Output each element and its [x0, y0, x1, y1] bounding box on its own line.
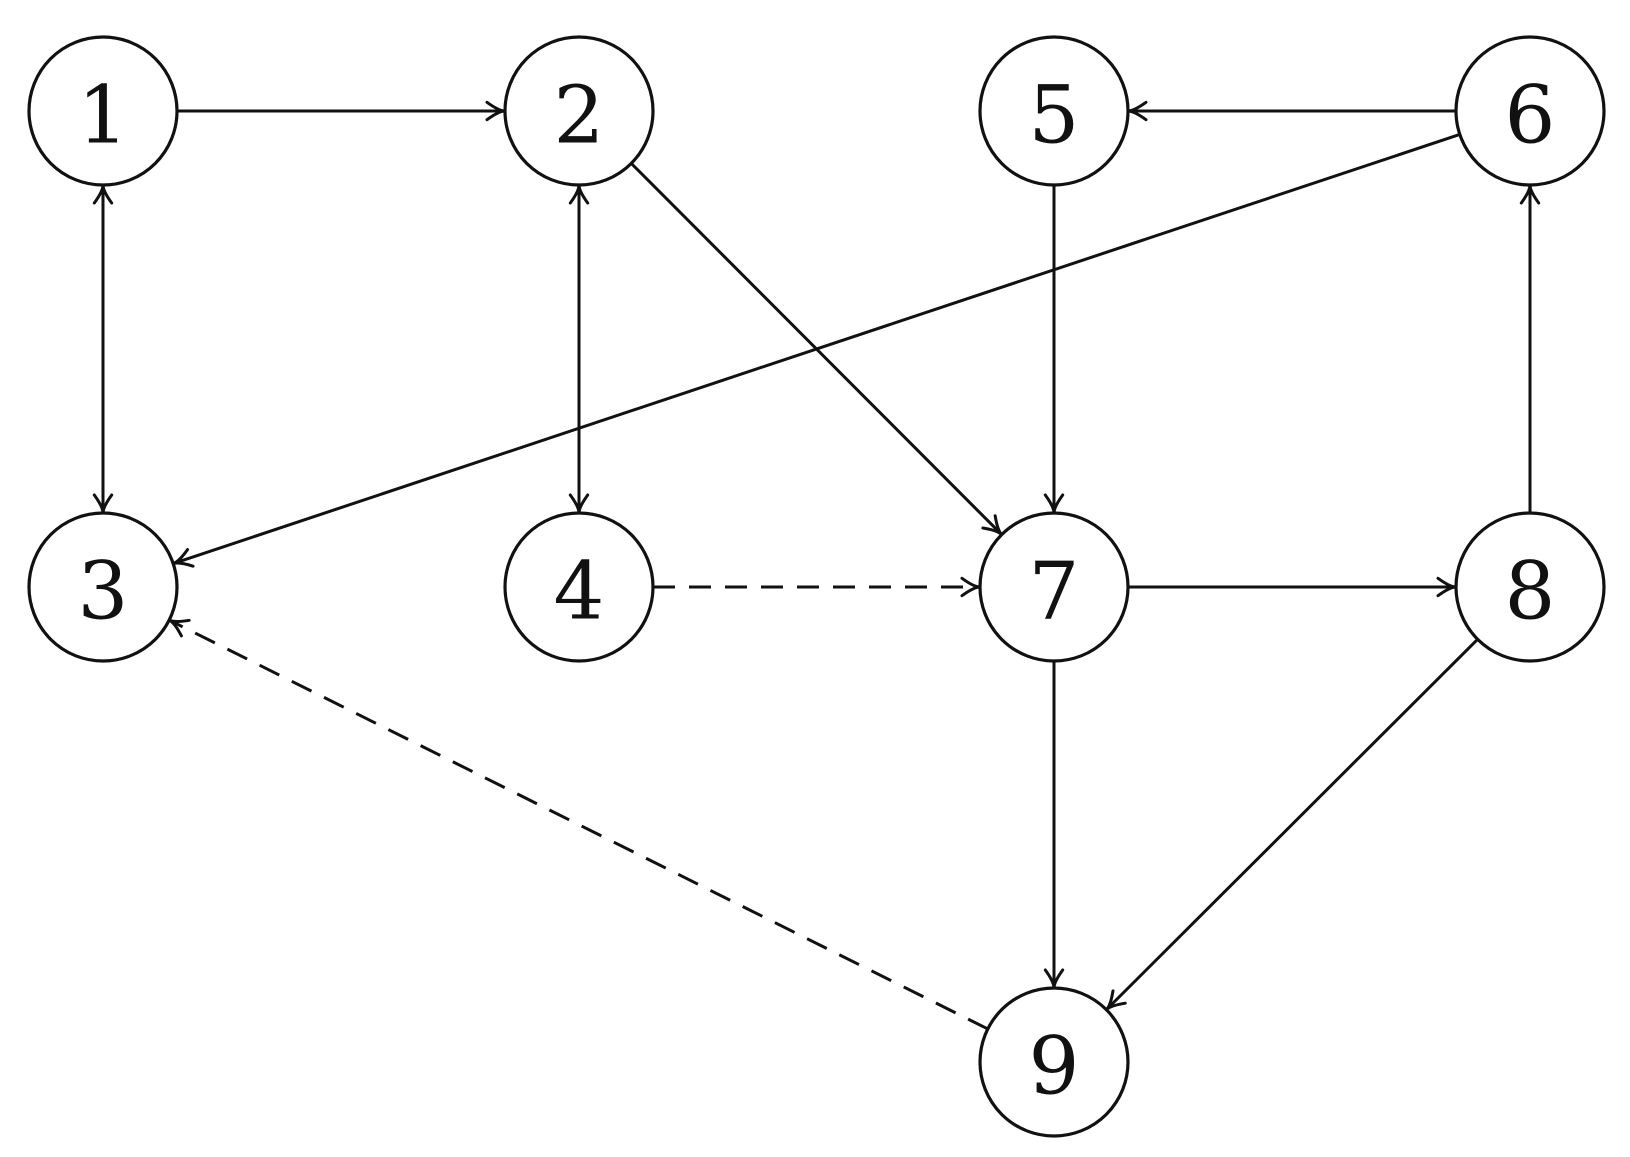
arrowhead-9-3-end	[167, 618, 191, 638]
node-label-4: 4	[554, 545, 605, 638]
node-label-7: 7	[1029, 545, 1080, 638]
edge-7-9	[1043, 661, 1065, 990]
node-2: 2	[503, 35, 655, 187]
edge-line-8-9	[1105, 638, 1479, 1011]
edge-line-9-3	[168, 618, 989, 1031]
node-circle-8	[1454, 511, 1606, 663]
node-label-6: 6	[1505, 69, 1556, 162]
node-label-3: 3	[78, 545, 129, 638]
node-6: 6	[1454, 35, 1606, 187]
node-9: 9	[978, 986, 1130, 1138]
edge-5-7	[1043, 185, 1065, 515]
node-label-9: 9	[1029, 1020, 1080, 1113]
node-8: 8	[1454, 511, 1606, 663]
node-circle-4	[503, 511, 655, 663]
edge-7-8	[1128, 576, 1458, 598]
edge-1-2	[177, 100, 507, 122]
node-3: 3	[27, 511, 179, 663]
edge-8-9	[1104, 638, 1479, 1012]
edge-line-6-3	[172, 132, 1461, 566]
node-label-1: 1	[78, 69, 129, 162]
node-1: 1	[27, 35, 179, 187]
edge-4-7	[653, 576, 982, 598]
edge-2-4	[568, 183, 590, 515]
node-circle-3	[27, 511, 179, 663]
arrowhead-4-7-end	[960, 576, 982, 598]
node-label-8: 8	[1505, 545, 1556, 638]
node-circle-6	[1454, 35, 1606, 187]
node-circle-7	[978, 511, 1130, 663]
edge-6-3	[171, 132, 1461, 568]
edge-8-6	[1519, 183, 1541, 513]
node-7: 7	[978, 511, 1130, 663]
node-circle-9	[978, 986, 1130, 1138]
node-5: 5	[978, 35, 1130, 187]
node-4: 4	[503, 511, 655, 663]
edges-layer	[92, 100, 1541, 1031]
node-label-2: 2	[554, 69, 605, 162]
node-label-5: 5	[1029, 69, 1080, 162]
node-circle-5	[978, 35, 1130, 187]
edge-1-3	[92, 183, 114, 515]
node-circle-2	[503, 35, 655, 187]
nodes-layer: 1 2 3 4 5 6 7 8 9	[27, 35, 1606, 1138]
edge-9-3	[167, 618, 989, 1031]
node-circle-1	[27, 35, 179, 187]
edge-6-5	[1126, 100, 1456, 122]
